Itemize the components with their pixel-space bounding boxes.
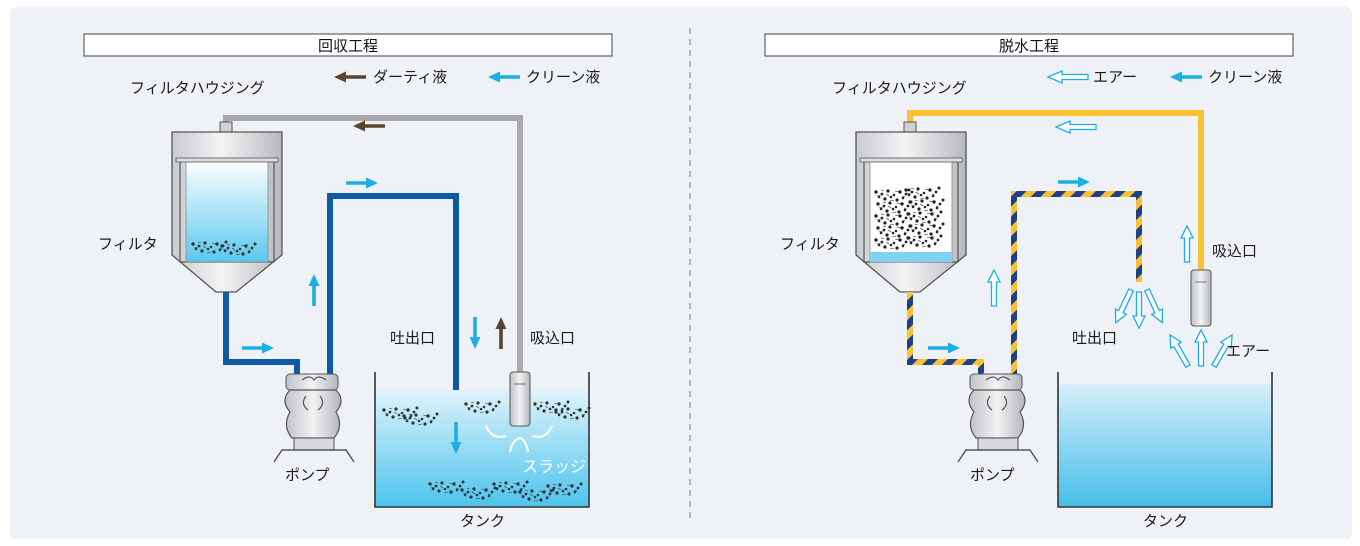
legend-dirty-label: ダーティ液	[373, 68, 447, 86]
legend-clean-label: クリーン液	[526, 68, 600, 86]
recovery-tank	[374, 372, 591, 508]
filter-to-pump-pipe	[223, 292, 300, 378]
filter-housing-label-right: フィルタハウジング	[832, 79, 967, 97]
dewatering-process-panel: 脱水工程 エアー クリーン液 フィルタハウジング	[764, 33, 1294, 530]
outlet-label: 吐出口	[390, 329, 435, 347]
pump	[273, 373, 355, 463]
pump-right	[957, 373, 1039, 463]
recovery-title: 回収工程	[318, 37, 378, 55]
suction-nozzle	[484, 371, 554, 453]
dewatering-title-box	[764, 33, 1294, 57]
filter-housing-right	[855, 121, 967, 293]
outlet-label-right: 吐出口	[1072, 329, 1117, 347]
pump-to-tank-pipe	[327, 193, 459, 416]
filter-label: フィルタ	[98, 235, 158, 253]
inlet-label-right: 吸込口	[1212, 242, 1257, 260]
inlet-label: 吸込口	[530, 329, 575, 347]
air-label: エアー	[1226, 342, 1270, 360]
dewatering-title: 脱水工程	[999, 37, 1059, 55]
filter-label-right: フィルタ	[780, 235, 840, 253]
dewatering-tank	[1057, 372, 1273, 508]
suction-nozzle-right	[1190, 269, 1212, 327]
sludge-label: スラッジ	[522, 457, 586, 476]
recovery-title-box	[83, 33, 613, 57]
filter-to-pump-pipe-right	[907, 292, 984, 378]
air-return-pipe	[907, 110, 1204, 270]
recovery-process-panel: 回収工程 ダーティ液 クリーン液 フィルタハウジング フィルタ	[83, 33, 613, 530]
filter-housing	[171, 121, 283, 293]
tank-label-right: タンク	[1143, 512, 1188, 530]
legend-clean: クリーン液	[488, 68, 600, 86]
pump-to-outlet-pipe-right	[1011, 191, 1142, 378]
legend-air: エアー	[1047, 68, 1137, 86]
legend-clean-label-right: クリーン液	[1208, 68, 1282, 86]
filter-housing-label: フィルタハウジング	[130, 79, 265, 97]
tank-label: タンク	[460, 512, 505, 530]
legend-dirty: ダーティ液	[334, 68, 447, 86]
pump-label-right: ポンプ	[970, 466, 1015, 484]
pump-label: ポンプ	[285, 466, 330, 484]
legend-clean-right: クリーン液	[1170, 68, 1282, 86]
legend-air-label: エアー	[1093, 68, 1137, 86]
